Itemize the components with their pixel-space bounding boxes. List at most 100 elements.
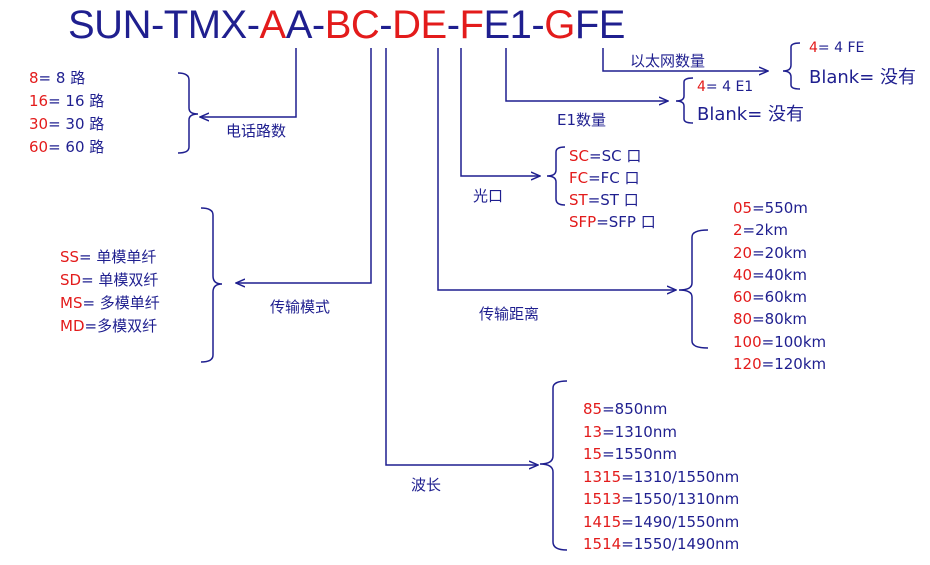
mode-option-text: = 多模单纤 <box>82 294 160 312</box>
port-option-code: FC <box>569 169 589 187</box>
arrow-e1 <box>505 48 668 101</box>
distance-option: 40=40km <box>733 264 826 286</box>
mode-option-text: = 单模单纤 <box>79 248 157 266</box>
mode-option-code: MD <box>60 317 85 335</box>
title-part: SUN-TMX- <box>68 3 260 47</box>
mode-option-code: SS <box>60 248 80 266</box>
arrow-transmission-distance <box>437 48 676 290</box>
channel-option: 60= 60 路 <box>29 136 104 159</box>
title-part: FE <box>574 3 626 47</box>
channel-option: 16= 16 路 <box>29 90 104 113</box>
channel-option-text: = 30 路 <box>48 115 105 133</box>
channel-option-code: 8 <box>29 69 39 87</box>
wavelength-option-code: 85 <box>583 400 603 418</box>
e1-blank-option: Blank= 没有 <box>697 104 805 125</box>
brace-wavelength <box>539 380 568 551</box>
title-part: A <box>259 3 287 47</box>
channel-option-code: 60 <box>29 138 49 156</box>
title-part: E1- <box>483 3 545 47</box>
label-wavelength: 波长 <box>411 476 442 494</box>
wavelength-option: 1315=1310/1550nm <box>583 466 739 489</box>
distance-option-text: =550m <box>752 199 808 217</box>
wavelength-option: 85=850nm <box>583 398 739 421</box>
label-phone-channels: 电话路数 <box>226 122 287 140</box>
channel-option-text: = 60 路 <box>48 138 105 156</box>
title-part: F <box>459 3 484 47</box>
mode-option: SS= 单模单纤 <box>60 246 160 269</box>
port-option-text: =SC 口 <box>589 147 642 165</box>
wavelength-option-text: =1310/1550nm <box>621 467 740 486</box>
fe-code: 4 <box>809 40 818 56</box>
wavelength-option-code: 1513 <box>583 490 622 508</box>
arrow-fe <box>602 48 768 71</box>
fe-option: 4= 4 FE <box>809 38 864 59</box>
label-ethernet-count: 以太网数量 <box>630 52 706 70</box>
brace-e1 <box>675 77 694 124</box>
brace-ports <box>546 146 566 206</box>
fe-text: = 4 FE <box>817 40 865 56</box>
distance-option-code: 60 <box>733 288 753 307</box>
port-option-code: SC <box>569 147 589 165</box>
port-option: ST=ST 口 <box>569 189 656 211</box>
distance-option: 2=2km <box>733 219 826 241</box>
distance-option-code: 20 <box>733 243 753 262</box>
distance-option-code: 2 <box>733 221 743 240</box>
wavelength-option-text: =1550/1490nm <box>621 535 740 553</box>
distance-option-text: =60km <box>752 288 808 307</box>
port-option: SFP=SFP 口 <box>569 211 656 233</box>
e1-text: = 4 E1 <box>705 79 754 95</box>
mode-option-text: =多模双纤 <box>84 317 158 335</box>
wavelength-option: 1514=1550/1490nm <box>583 533 739 556</box>
title-part: A- <box>285 3 326 47</box>
wavelength-option-code: 15 <box>583 445 603 463</box>
channel-option-text: = 8 路 <box>38 69 86 87</box>
mode-option: SD= 单模双纤 <box>60 269 160 292</box>
port-option-text: =ST 口 <box>587 191 639 209</box>
channel-option-text: = 16 路 <box>48 92 105 110</box>
distance-option-code: 05 <box>733 199 753 217</box>
mode-option: MS= 多模单纤 <box>60 292 160 315</box>
distance-option: 60=60km <box>733 286 826 308</box>
distance-option: 120=120km <box>733 353 826 375</box>
label-transmission-distance: 传输距离 <box>479 305 540 323</box>
e1-option: 4= 4 E1 <box>697 77 753 98</box>
mode-option: MD=多模双纤 <box>60 315 160 338</box>
distance-option-code: 100 <box>733 332 762 351</box>
distance-option: 80=80km <box>733 308 826 330</box>
port-option: SC=SC 口 <box>569 145 656 167</box>
wavelength-option-text: =1490/1550nm <box>621 512 740 531</box>
port-option: FC=FC 口 <box>569 167 656 189</box>
channel-option-code: 16 <box>29 92 49 110</box>
distance-option-text: =120km <box>761 355 827 374</box>
label-optical-port: 光口 <box>473 187 504 205</box>
brace-modes <box>200 207 223 363</box>
distance-option-code: 40 <box>733 265 753 284</box>
title-part: - <box>379 3 393 47</box>
mode-option-code: MS <box>60 294 83 312</box>
wavelength-option-text: =1550/1310nm <box>621 490 740 508</box>
arrow-phone-channels <box>200 48 297 117</box>
title-part: - <box>446 3 460 47</box>
mode-option-text: = 单模双纤 <box>81 271 159 289</box>
distance-option: 100=100km <box>733 331 826 353</box>
port-option-text: =FC 口 <box>588 169 640 187</box>
distance-option-text: =2km <box>742 221 788 240</box>
wavelength-option-code: 13 <box>583 422 603 441</box>
arrow-wavelength <box>385 48 538 465</box>
distance-option-text: =80km <box>752 310 808 329</box>
title-part: DE <box>392 3 447 47</box>
wavelength-option: 1513=1550/1310nm <box>583 488 739 511</box>
e1-code: 4 <box>697 79 706 95</box>
label-transmission-mode: 传输模式 <box>270 298 331 316</box>
wavelength-option: 1415=1490/1550nm <box>583 511 739 534</box>
brace-distance <box>678 229 709 349</box>
channel-option: 30= 30 路 <box>29 113 104 136</box>
wavelength-option-code: 1514 <box>583 535 622 553</box>
title-part: BC <box>324 3 380 47</box>
title-part: G <box>544 3 575 47</box>
distance-option-text: =40km <box>752 265 808 284</box>
